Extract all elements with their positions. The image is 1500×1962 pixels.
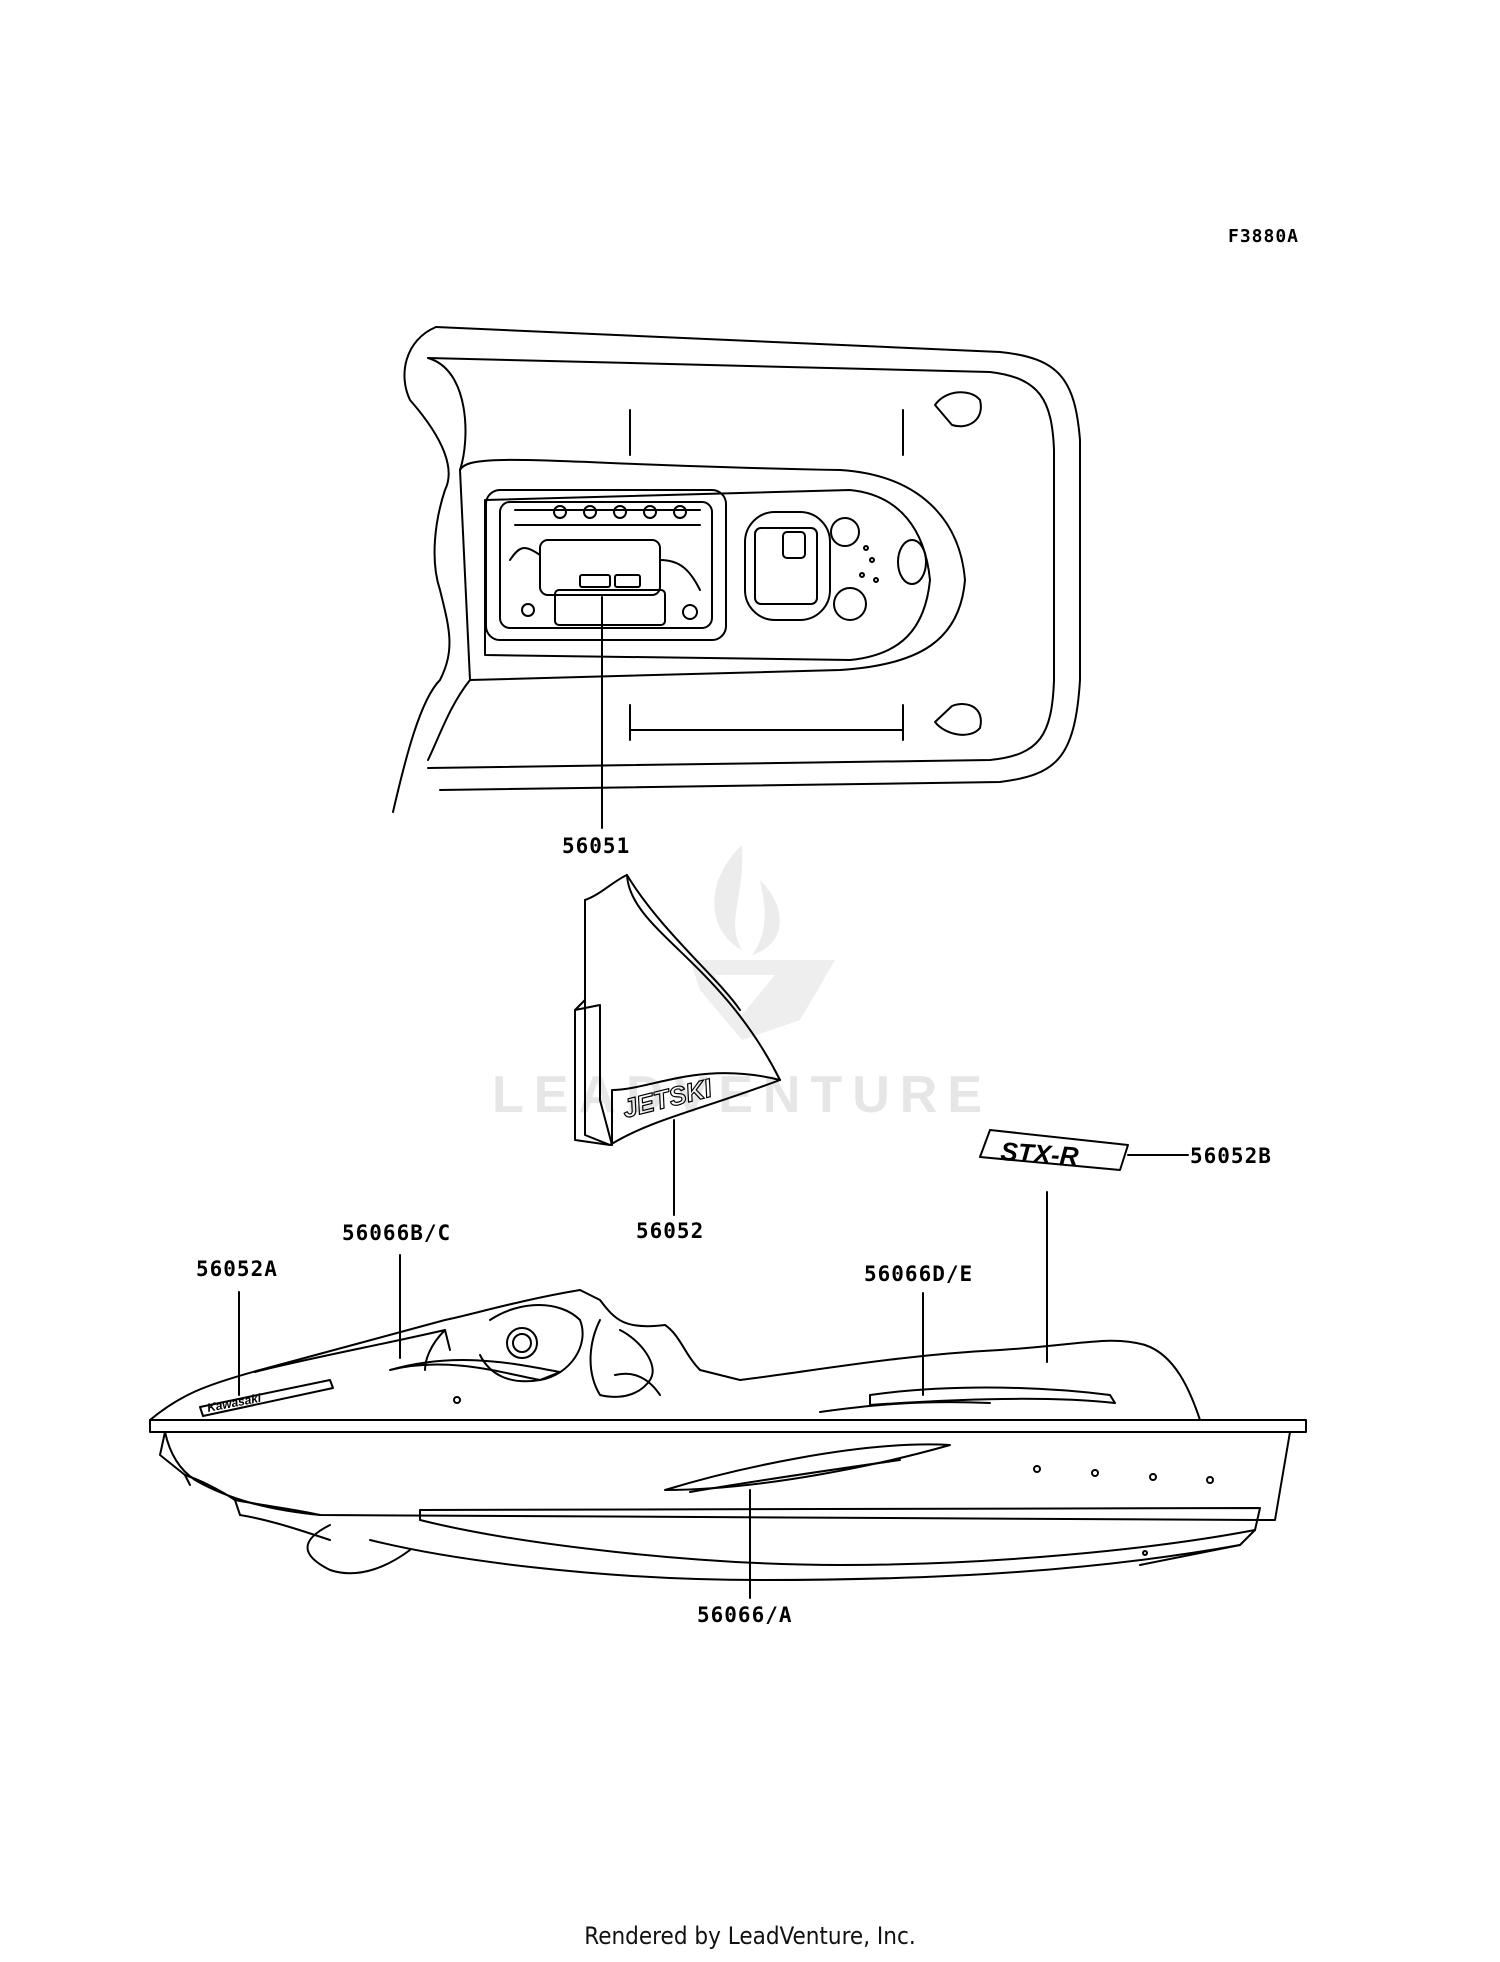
callout-56052A: 56052A xyxy=(196,1257,278,1281)
model-decal-part xyxy=(979,1129,1129,1171)
flame-icon xyxy=(714,845,780,955)
callout-56066DE: 56066D/E xyxy=(864,1262,974,1286)
callout-56066A: 56066/A xyxy=(697,1603,793,1627)
top-view-hull xyxy=(392,326,1081,813)
callout-56066BC: 56066B/C xyxy=(342,1221,452,1245)
callout-56051: 56051 xyxy=(562,834,631,858)
side-view-hull xyxy=(149,1289,1307,1581)
hood-decal-part xyxy=(574,874,781,1146)
model-decal: STX-R xyxy=(1000,1136,1080,1171)
callout-56052: 56052 xyxy=(636,1219,705,1243)
kawasaki-decal: Kawasaki xyxy=(206,1391,263,1415)
figure-code: F3880A xyxy=(1228,226,1300,247)
v-mark-icon xyxy=(690,960,835,1040)
callout-56052B: 56052B xyxy=(1190,1144,1272,1168)
footer-credit: Rendered by LeadVenture, Inc. xyxy=(584,1922,916,1950)
